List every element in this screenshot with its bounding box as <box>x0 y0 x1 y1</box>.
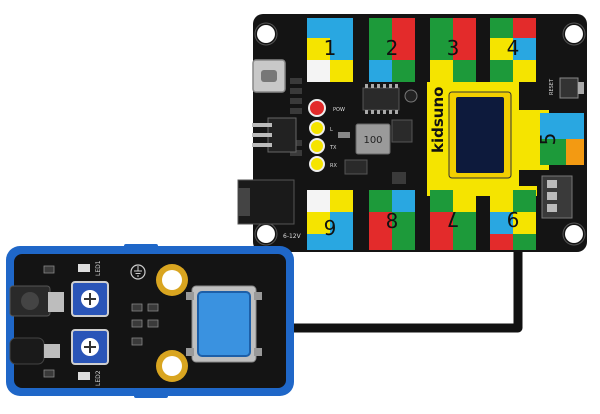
smd-resistor <box>43 265 159 378</box>
port-3-label: 3 <box>447 36 460 60</box>
port-5[interactable]: 5 <box>536 113 584 165</box>
tx-label: TX <box>329 145 337 151</box>
potentiometer-top[interactable] <box>71 281 109 317</box>
reset-button[interactable] <box>559 77 579 99</box>
inductor <box>355 123 391 155</box>
pow-label: POW <box>333 107 345 113</box>
port-8-label: 8 <box>386 209 399 233</box>
three-pin-connector <box>252 117 297 153</box>
controller-board: 1 2 3 4 <box>237 14 587 252</box>
port-2-label: 2 <box>386 36 399 60</box>
regulator-chip <box>391 119 413 143</box>
reset-label: RESET <box>549 78 555 95</box>
port-3[interactable]: 3 <box>430 18 476 82</box>
power-switch[interactable] <box>541 175 573 219</box>
port-6[interactable]: 6 <box>307 190 353 250</box>
rx-label: RX <box>330 163 337 169</box>
power-voltage-label: 6-12V <box>283 233 302 240</box>
l-led <box>309 120 325 136</box>
led2-indicator <box>78 372 90 380</box>
port-9-label: 9 <box>507 207 520 231</box>
port-8[interactable]: 8 <box>369 190 415 250</box>
port-7[interactable]: 7 <box>430 190 476 250</box>
sensor-module: LED1 LED2 <box>6 244 294 398</box>
tx-led <box>309 138 325 154</box>
port-2[interactable]: 2 <box>369 18 415 82</box>
connection-wire <box>290 250 523 333</box>
port-7-label: 7 <box>447 207 460 231</box>
potentiometer-bottom[interactable] <box>71 329 109 365</box>
led1-label: LED1 <box>95 260 102 276</box>
l-label: L <box>330 127 333 133</box>
port-1-label: 1 <box>324 36 337 60</box>
port-4-label: 4 <box>507 36 520 60</box>
port-9[interactable]: 9 <box>490 190 536 250</box>
push-button[interactable] <box>186 285 262 363</box>
led1-indicator <box>78 264 90 272</box>
inductor-label: 100 <box>363 135 382 146</box>
port-5-label: 5 <box>536 133 560 146</box>
oled-display <box>427 82 549 196</box>
pow-led <box>308 99 326 117</box>
ground-symbol-icon <box>130 264 146 280</box>
port-4[interactable]: 4 <box>490 18 536 82</box>
port-1[interactable]: 1 <box>307 18 353 82</box>
ir-receiver <box>9 337 60 365</box>
ir-emitter <box>9 285 64 317</box>
brand-logo: kidsuno <box>429 87 447 153</box>
dc-power-jack[interactable] <box>237 179 295 225</box>
led2-label: LED2 <box>95 370 102 386</box>
main-chip <box>362 87 400 111</box>
rx-led <box>309 156 325 172</box>
port-6-label: 6 <box>324 215 337 239</box>
